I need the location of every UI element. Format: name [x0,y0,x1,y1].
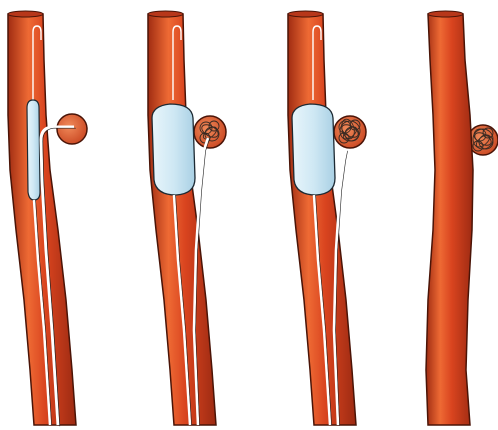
vessel [8,14,76,425]
inflated-balloon [292,104,335,195]
panel-3 [288,11,366,426]
aneurysm-sac [57,114,87,144]
vessel [288,14,356,425]
vessel-top-opening [288,11,323,17]
vessel-top-opening [8,11,43,17]
vessel-top-opening [148,11,183,17]
deflated-balloon [27,100,40,200]
panel-1 [8,11,87,426]
panel-4 [426,11,498,425]
inflated-balloon [152,104,195,195]
vessel [148,14,216,425]
vessel [426,14,473,425]
vessel-top-opening [428,11,463,17]
panel-2 [148,11,226,426]
